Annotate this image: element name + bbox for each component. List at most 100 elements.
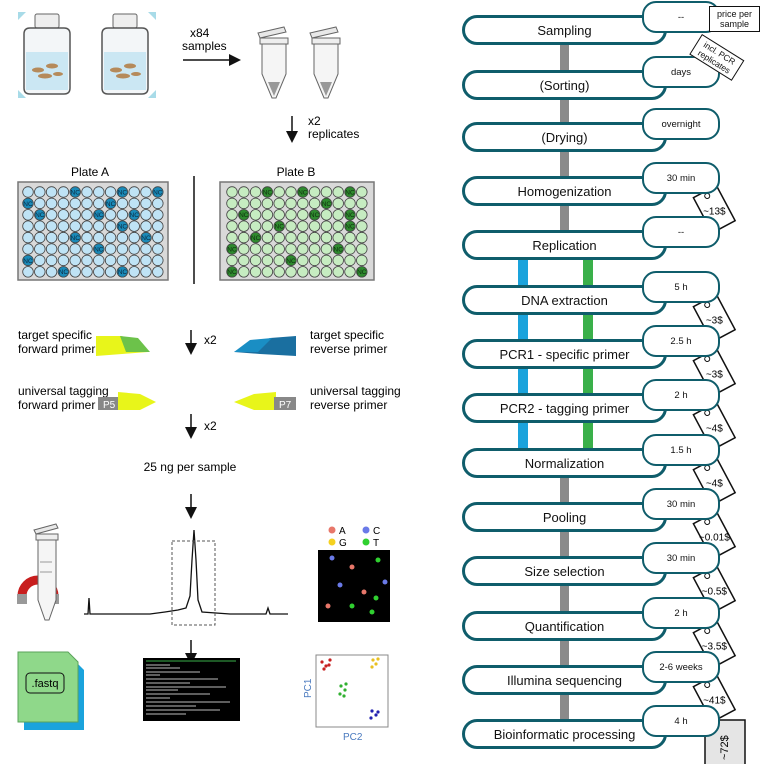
plate-b-well: [285, 266, 297, 278]
plate-a-nc-label: NC: [71, 235, 81, 242]
plate-a-well: [34, 220, 46, 232]
plate-b-well: [344, 197, 356, 210]
plate-a-well: [116, 231, 129, 244]
plate-b-well: [261, 220, 274, 232]
plate-b-well: [320, 266, 333, 278]
plate-a-nc-well: [69, 231, 81, 244]
plate-a-well: [81, 266, 93, 278]
plate-b-well: [273, 243, 285, 255]
plate-a-well: [140, 266, 152, 278]
plate-a-nc-label: NC: [130, 212, 140, 219]
price-value: ~0.5$: [702, 586, 728, 597]
plate-a-nc-label: NC: [71, 189, 81, 196]
workflow-step-bioinformatic-processing: Bioinformatic processing: [462, 719, 667, 749]
plate-b-well: [261, 266, 274, 278]
plate-b-nc-well: [344, 220, 356, 232]
plate-b-well: [320, 231, 333, 244]
utrp-label-1: universal tagging: [310, 384, 401, 398]
base-g-dot: [328, 538, 336, 546]
plate-b-well: [261, 231, 274, 244]
base-a-dot: [328, 526, 336, 534]
plate-a-well: [69, 220, 81, 232]
size-selection-window: [171, 540, 216, 626]
plate-a-nc-well: [57, 266, 70, 278]
plate-b-nc-label: NC: [357, 269, 367, 276]
plate-b-well: [238, 197, 250, 210]
plate-b-well: [226, 197, 238, 210]
plate-b-well: [273, 231, 285, 244]
plate-b-well: [332, 231, 344, 244]
x84-label: x84: [190, 26, 210, 40]
plate-a-well: [140, 254, 152, 267]
plate-b-well: [320, 254, 333, 267]
replicate-connector-blue: [518, 315, 528, 339]
plate-b-well: [332, 220, 344, 232]
plate-a-well: [45, 197, 58, 210]
plate-a-well: [81, 209, 93, 221]
price-value: ~0.01$: [699, 532, 730, 543]
plate-b-well: [297, 209, 309, 221]
plate-a-well: [57, 209, 70, 221]
plate-b-well: [344, 231, 356, 244]
utfp-label-1: universal tagging: [18, 384, 109, 398]
plate-b-well: [238, 254, 250, 267]
plate-b-well: [308, 197, 321, 210]
plate-b-well: [249, 243, 262, 255]
plate-b-well: [297, 197, 309, 210]
plate-a-well: [93, 231, 105, 244]
plate-a-well: [93, 266, 105, 278]
plate-a-well: [57, 186, 70, 198]
plate-b-nc-label: NC: [286, 258, 296, 265]
step-duration-badge: 30 min: [642, 162, 720, 194]
plate-a-well: [81, 186, 93, 198]
plate-a-well: [116, 243, 129, 255]
plate-b-well: [273, 186, 285, 198]
step-connector: [560, 206, 569, 230]
workflow-step-pcr2-tagging-primer: PCR2 - tagging primer: [462, 393, 667, 423]
plate-b-well: [308, 220, 321, 232]
base-t-label: T: [373, 538, 379, 549]
tube-icon: [309, 26, 341, 99]
base-c-dot: [362, 526, 370, 534]
p7-label: P7: [279, 400, 292, 411]
plate-a-well: [22, 186, 34, 198]
step-duration-badge: 4 h: [642, 705, 720, 737]
step-duration-badge: 30 min: [642, 542, 720, 574]
plate-a-well: [93, 197, 105, 210]
plate-b-nc-well: [273, 220, 285, 232]
workflow-step-sorting: (Sorting): [462, 70, 667, 100]
forward-primer-icon: [96, 336, 150, 356]
workflow-step-dna-extraction: DNA extraction: [462, 285, 667, 315]
plate-b-well: [332, 197, 344, 210]
plate-a-well: [93, 220, 105, 232]
base-c-label: C: [373, 526, 380, 537]
plate-b-well: [320, 186, 333, 198]
plate-b-well: [297, 254, 309, 267]
plate-a-nc-label: NC: [153, 189, 163, 196]
p7-primer-icon: [234, 392, 296, 410]
tsrp-label-1: target specific: [310, 328, 384, 342]
base-t-dot: [362, 538, 370, 546]
step-duration-badge: 2 h: [642, 379, 720, 411]
plate-b-well: [297, 220, 309, 232]
step-duration-badge: 2.5 h: [642, 325, 720, 357]
plate-b-well: [249, 209, 262, 221]
plate-a-well: [116, 209, 129, 221]
plate-b-well: [238, 220, 250, 232]
plate-b-well: [273, 197, 285, 210]
reverse-primer-icon: [234, 336, 296, 356]
plate-a-well: [22, 231, 34, 244]
plate-b-well: [249, 197, 262, 210]
plate-b-nc-well: [344, 186, 356, 198]
plate-a-well: [45, 209, 58, 221]
plate-b-well: [249, 186, 262, 198]
workflow-step-illumina-sequencing: Illumina sequencing: [462, 665, 667, 695]
plate-b-nc-label: NC: [227, 246, 237, 253]
step-duration-badge: 30 min: [642, 488, 720, 520]
plate-a-nc-label: NC: [94, 246, 104, 253]
plate-a-well: [140, 186, 152, 198]
plate-b-well: [226, 209, 238, 221]
plate-b-well: [320, 243, 333, 255]
plate-b-well: [261, 243, 274, 255]
plate-b-well: [273, 254, 285, 267]
